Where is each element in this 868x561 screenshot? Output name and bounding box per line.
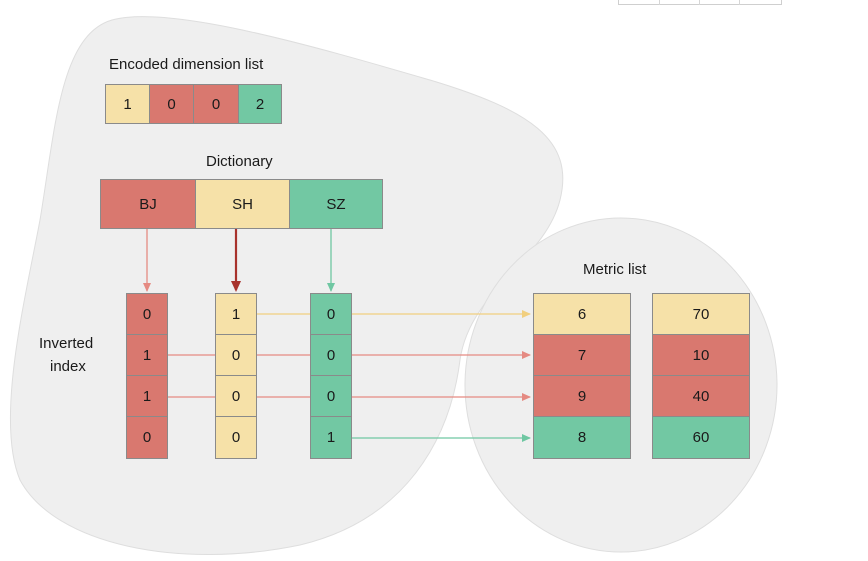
inverted-index-label-line2: index (50, 358, 86, 375)
left-region-blob (9, 16, 564, 555)
index-sz-row2: 0 (310, 334, 352, 376)
dictionary-entry-bj: BJ (100, 179, 196, 229)
encoded-cell-3: 0 (193, 84, 239, 124)
corner-box (618, 0, 782, 5)
index-sh-row2: 0 (215, 334, 257, 376)
metric-col2-row2: 10 (652, 334, 750, 376)
index-bj-row3: 1 (126, 375, 168, 417)
dictionary-title: Dictionary (206, 153, 273, 170)
index-sz-row3: 0 (310, 375, 352, 417)
index-bj-row4: 0 (126, 416, 168, 459)
metric-col2-row4: 60 (652, 416, 750, 459)
encoded-dimension-title: Encoded dimension list (109, 56, 264, 73)
encoded-cell-2: 0 (149, 84, 194, 124)
index-sz-row4: 1 (310, 416, 352, 459)
dictionary-entry-sh: SH (195, 179, 290, 229)
index-sz-row1: 0 (310, 293, 352, 335)
metric-col1-row3: 9 (533, 375, 631, 417)
metric-col1-row4: 8 (533, 416, 631, 459)
metric-col1-row2: 7 (533, 334, 631, 376)
inverted-index-label-line1: Inverted (39, 335, 94, 352)
index-sh-row4: 0 (215, 416, 257, 459)
index-sh-row1: 1 (215, 293, 257, 335)
index-sh-row3: 0 (215, 375, 257, 417)
encoded-cell-4: 2 (238, 84, 282, 124)
index-bj-row1: 0 (126, 293, 168, 335)
encoded-cell-1: 1 (105, 84, 150, 124)
metric-col2-row1: 70 (652, 293, 750, 335)
dictionary-entry-sz: SZ (289, 179, 383, 229)
metric-list-title: Metric list (583, 261, 647, 278)
metric-col1-row1: 6 (533, 293, 631, 335)
index-bj-row2: 1 (126, 334, 168, 376)
metric-col2-row3: 40 (652, 375, 750, 417)
